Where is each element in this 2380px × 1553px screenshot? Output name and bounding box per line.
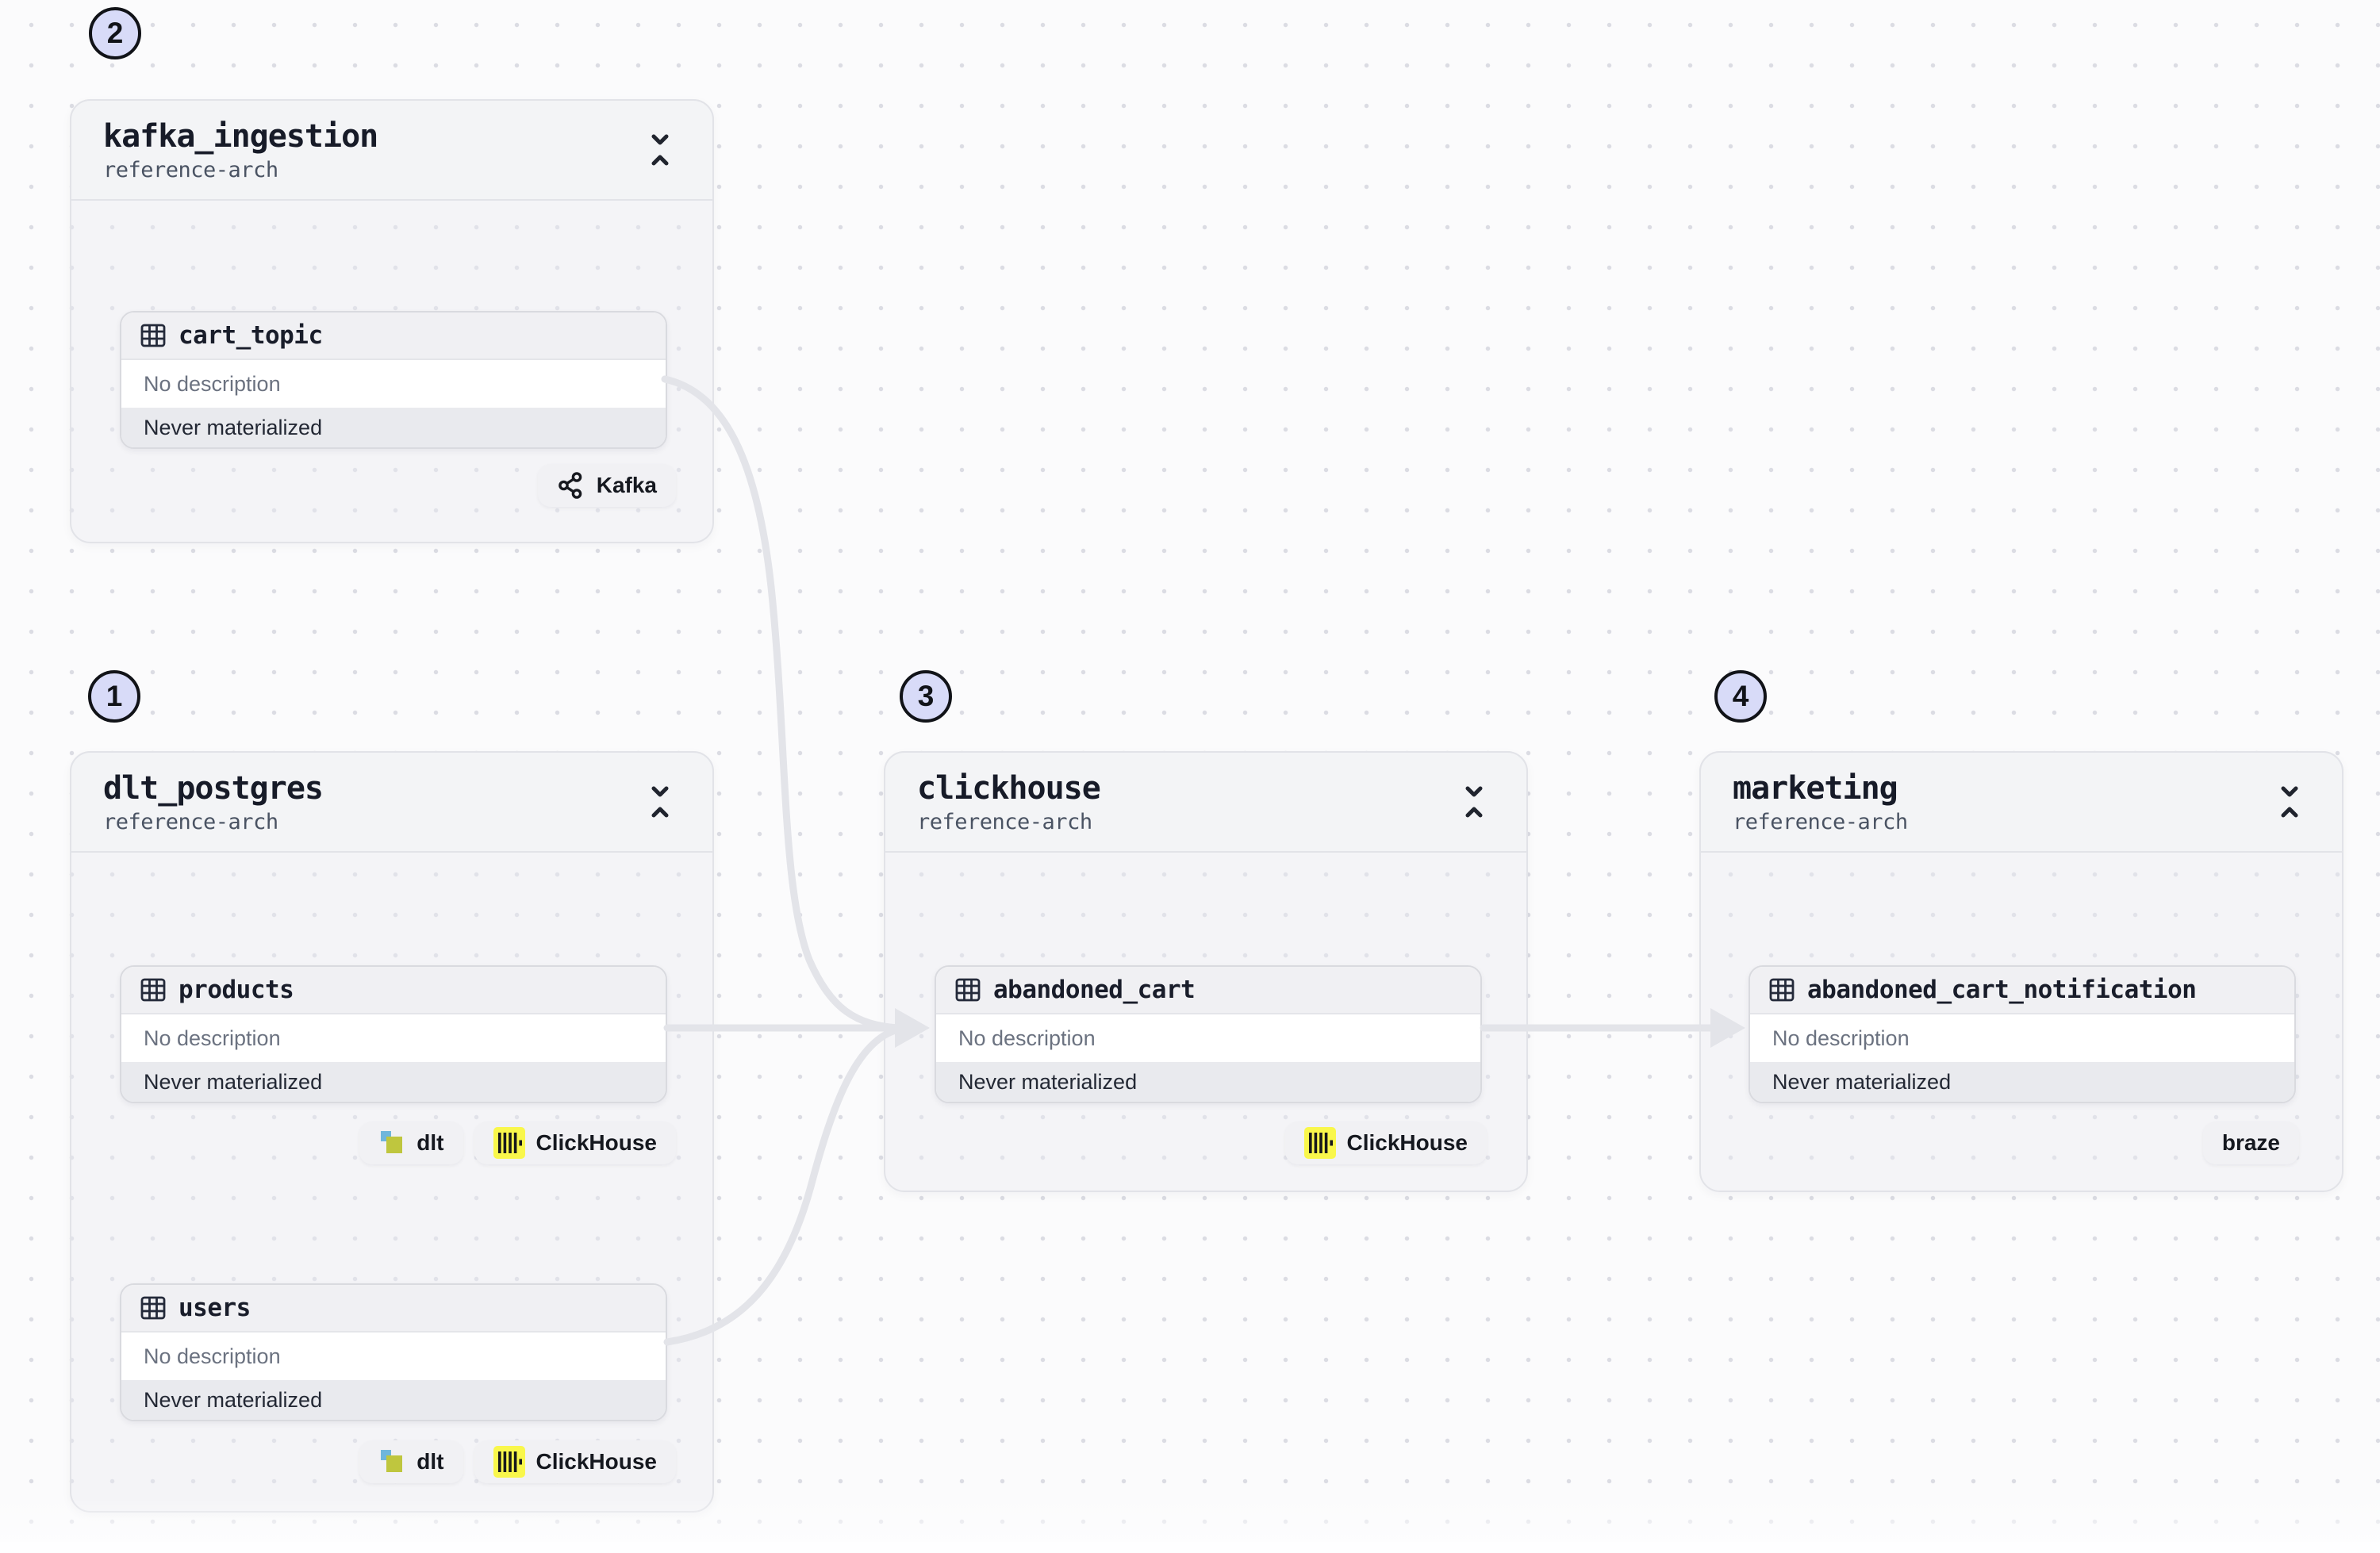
table-icon bbox=[140, 1296, 166, 1320]
canvas-bottom-bar bbox=[0, 1542, 2380, 1553]
asset-kinds-row: braze bbox=[2202, 1122, 2299, 1164]
collapse-group-icon[interactable] bbox=[2272, 779, 2307, 825]
asset-status: Never materialized bbox=[121, 1380, 666, 1420]
group-title: clickhouse bbox=[917, 769, 1101, 807]
asset-description: No description bbox=[121, 1333, 666, 1380]
group-subtitle: reference-arch bbox=[1733, 809, 1908, 834]
asset-card-products[interactable]: products No description Never materializ… bbox=[120, 965, 667, 1103]
kind-badge-clickhouse[interactable]: ClickHouse bbox=[474, 1440, 676, 1483]
kind-label: dlt bbox=[416, 1449, 444, 1474]
asset-kinds-row: Kafka bbox=[537, 464, 676, 507]
asset-kinds-row: ClickHouse bbox=[1284, 1122, 1487, 1164]
clickhouse-icon bbox=[1303, 1127, 1336, 1159]
kind-label: ClickHouse bbox=[536, 1130, 658, 1155]
asset-card-abandoned-cart[interactable]: abandoned_cart No description Never mate… bbox=[935, 965, 1482, 1103]
asset-card-users[interactable]: users No description Never materialized bbox=[120, 1283, 667, 1421]
group-title: marketing bbox=[1733, 769, 1898, 807]
asset-status: Never materialized bbox=[121, 1062, 666, 1102]
kind-badge-dlt[interactable]: dlt bbox=[359, 1440, 463, 1483]
asset-card-header: cart_topic bbox=[121, 313, 666, 360]
asset-name: abandoned_cart bbox=[993, 976, 1196, 1004]
group-subtitle: reference-arch bbox=[103, 157, 278, 182]
group-titles: dlt_postgres reference-arch bbox=[103, 769, 324, 834]
asset-group-marketing: marketing reference-arch abandone bbox=[1699, 751, 2344, 1192]
asset-name: abandoned_cart_notification bbox=[1807, 976, 2197, 1004]
group-header-clickhouse[interactable]: clickhouse reference-arch bbox=[884, 751, 1528, 853]
asset-name: cart_topic bbox=[178, 321, 323, 350]
group-titles: clickhouse reference-arch bbox=[917, 769, 1101, 834]
kind-badge-kafka[interactable]: Kafka bbox=[537, 464, 676, 507]
kind-label: ClickHouse bbox=[536, 1449, 658, 1474]
kind-badge-dlt[interactable]: dlt bbox=[359, 1122, 463, 1164]
asset-group-dlt-postgres: dlt_postgres reference-arch prod bbox=[70, 751, 714, 1513]
asset-name: products bbox=[178, 976, 294, 1004]
asset-status: Never materialized bbox=[936, 1062, 1480, 1102]
dlt-icon bbox=[381, 1450, 403, 1472]
clickhouse-icon bbox=[493, 1127, 525, 1159]
asset-description: No description bbox=[121, 1014, 666, 1062]
group-title: kafka_ingestion bbox=[103, 117, 378, 155]
asset-kinds-row: dlt ClickHouse bbox=[359, 1122, 676, 1164]
asset-description: No description bbox=[936, 1014, 1480, 1062]
asset-card-cart-topic[interactable]: cart_topic No description Never material… bbox=[120, 311, 667, 449]
asset-card-header: abandoned_cart bbox=[936, 967, 1480, 1014]
group-titles: kafka_ingestion reference-arch bbox=[103, 118, 378, 182]
kind-badge-braze[interactable]: braze bbox=[2202, 1122, 2299, 1164]
dlt-icon bbox=[381, 1131, 403, 1153]
group-header-kafka-ingestion[interactable]: kafka_ingestion reference-arch bbox=[70, 99, 714, 201]
asset-name: users bbox=[178, 1294, 251, 1322]
asset-description: No description bbox=[1750, 1014, 2294, 1062]
group-subtitle: reference-arch bbox=[917, 809, 1092, 834]
collapse-group-icon[interactable] bbox=[643, 127, 678, 173]
asset-card-abandoned-cart-notification[interactable]: abandoned_cart_notification No descripti… bbox=[1749, 965, 2296, 1103]
group-header-marketing[interactable]: marketing reference-arch bbox=[1699, 751, 2344, 853]
asset-kinds-row: dlt ClickHouse bbox=[359, 1440, 676, 1483]
asset-status: Never materialized bbox=[1750, 1062, 2294, 1102]
kind-label: Kafka bbox=[596, 473, 657, 497]
kind-label: ClickHouse bbox=[1346, 1130, 1468, 1155]
group-title: dlt_postgres bbox=[103, 769, 324, 807]
group-header-dlt-postgres[interactable]: dlt_postgres reference-arch bbox=[70, 751, 714, 853]
group-titles: marketing reference-arch bbox=[1733, 770, 1908, 834]
kind-label: braze bbox=[2221, 1130, 2280, 1155]
asset-group-clickhouse: clickhouse reference-arch abandon bbox=[884, 751, 1528, 1192]
kind-label: dlt bbox=[416, 1130, 444, 1155]
canvas-bottom-fade bbox=[0, 1497, 2380, 1542]
asset-card-header: products bbox=[121, 967, 666, 1014]
asset-status: Never materialized bbox=[121, 408, 666, 447]
asset-description: No description bbox=[121, 360, 666, 408]
step-badge-4: 4 bbox=[1714, 670, 1767, 723]
kafka-icon bbox=[558, 472, 582, 499]
clickhouse-icon bbox=[493, 1446, 525, 1478]
collapse-group-icon[interactable] bbox=[1457, 779, 1491, 825]
asset-card-header: abandoned_cart_notification bbox=[1750, 967, 2294, 1014]
step-badge-1: 1 bbox=[88, 670, 140, 723]
asset-card-header: users bbox=[121, 1285, 666, 1333]
table-icon bbox=[1769, 978, 1795, 1002]
step-badge-2: 2 bbox=[89, 7, 141, 59]
table-icon bbox=[955, 978, 981, 1002]
kind-badge-clickhouse[interactable]: ClickHouse bbox=[474, 1122, 676, 1164]
step-badge-3: 3 bbox=[900, 670, 952, 723]
group-subtitle: reference-arch bbox=[103, 809, 278, 834]
table-icon bbox=[140, 978, 166, 1002]
table-icon bbox=[140, 324, 166, 347]
asset-group-kafka-ingestion: kafka_ingestion reference-arch ca bbox=[70, 99, 714, 543]
collapse-group-icon[interactable] bbox=[643, 779, 678, 825]
kind-badge-clickhouse[interactable]: ClickHouse bbox=[1284, 1122, 1487, 1164]
